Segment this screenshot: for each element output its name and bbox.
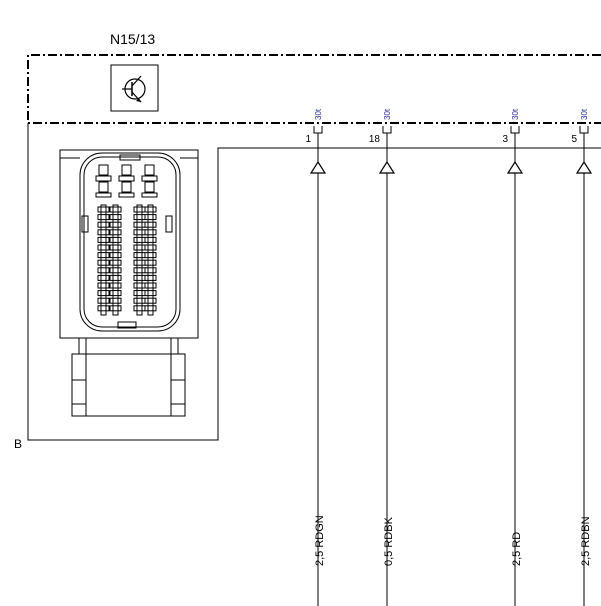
connector-terminal: [144, 221, 157, 228]
connector-terminal: [97, 221, 110, 228]
connector-terminal: [97, 206, 110, 213]
connector-terminal: [144, 267, 157, 274]
connector-terminal: [144, 206, 157, 213]
connector-terminal: [133, 252, 146, 259]
connector-terminal: [133, 236, 146, 243]
transistor-icon: [110, 64, 159, 112]
connector-terminal: [133, 229, 146, 236]
connector-terminal: [97, 267, 110, 274]
connector-terminal: [144, 214, 157, 221]
connector-terminal: [144, 229, 157, 236]
connector-terminal: [109, 252, 122, 259]
pin-18: 18 30t 0,5 RDBK: [369, 108, 396, 606]
connector-terminal: [144, 305, 157, 312]
connector-terminal: [97, 274, 110, 281]
connector-terminal: [133, 259, 146, 266]
pin-number: 1: [305, 134, 311, 145]
connector-terminal: [97, 236, 110, 243]
connector-terminal: [109, 214, 122, 221]
connector-terminal: [97, 214, 110, 221]
connector-terminal: [109, 259, 122, 266]
connector-terminal: [133, 206, 146, 213]
connector-terminal: [97, 229, 110, 236]
connector-terminal: [144, 282, 157, 289]
pin-3: 3 30t 2,5 RD: [502, 108, 524, 606]
component-boundary: [27, 54, 601, 124]
connector-terminal: [109, 221, 122, 228]
pin-signal: 30t: [383, 108, 392, 120]
pin-signal: 30t: [580, 108, 589, 120]
connector-terminal: [97, 244, 110, 251]
wire-label: 2,5 RD: [511, 532, 523, 566]
connector-terminal: [109, 236, 122, 243]
connector-drawing: [59, 149, 199, 417]
connector-terminal: [109, 244, 122, 251]
connector-terminal: [97, 290, 110, 297]
wire-label: 2,5 RDGN: [314, 515, 326, 566]
connector-terminal: [133, 221, 146, 228]
connector-terminal: [109, 290, 122, 297]
pin-signal: 30t: [314, 108, 323, 120]
connector-terminal: [144, 259, 157, 266]
connector-label: B: [14, 437, 22, 451]
connector-terminal: [133, 214, 146, 221]
connector-terminal: [144, 297, 157, 304]
wire-label: 2,5 RDBN: [580, 516, 592, 566]
connector-terminal: [97, 305, 110, 312]
connector-terminal: [97, 259, 110, 266]
connector-terminal: [109, 282, 122, 289]
connector-terminal: [109, 274, 122, 281]
connector-terminal: [144, 236, 157, 243]
connector-terminal: [133, 274, 146, 281]
connector-terminal: [97, 282, 110, 289]
connector-terminal: [133, 297, 146, 304]
pin-number: 3: [502, 134, 508, 145]
connector-terminal: [109, 267, 122, 274]
connector-terminal: [144, 290, 157, 297]
wire-label: 0,5 RDBK: [383, 516, 395, 566]
connector-terminal: [144, 244, 157, 251]
connector-outline: [27, 123, 601, 441]
connector-terminal: [133, 305, 146, 312]
pin-number: 5: [571, 134, 577, 145]
connector-terminal: [109, 305, 122, 312]
connector-terminal: [109, 297, 122, 304]
connector-terminal: [144, 274, 157, 281]
connector-terminal: [133, 282, 146, 289]
connector-terminal: [109, 229, 122, 236]
connector-terminal: [109, 206, 122, 213]
connector-terminal: [133, 244, 146, 251]
connector-terminal: [133, 290, 146, 297]
component-id: N15/13: [110, 31, 155, 47]
connector-terminal: [144, 252, 157, 259]
connector-terminal: [133, 267, 146, 274]
connector-terminal: [97, 252, 110, 259]
pin-1: 1 30t 2,5 RDGN: [305, 108, 327, 606]
pin-signal: 30t: [511, 108, 520, 120]
pin-5: 5 30t 2,5 RDBN: [571, 108, 593, 606]
pin-number: 18: [369, 134, 381, 145]
connector-terminal: [97, 297, 110, 304]
